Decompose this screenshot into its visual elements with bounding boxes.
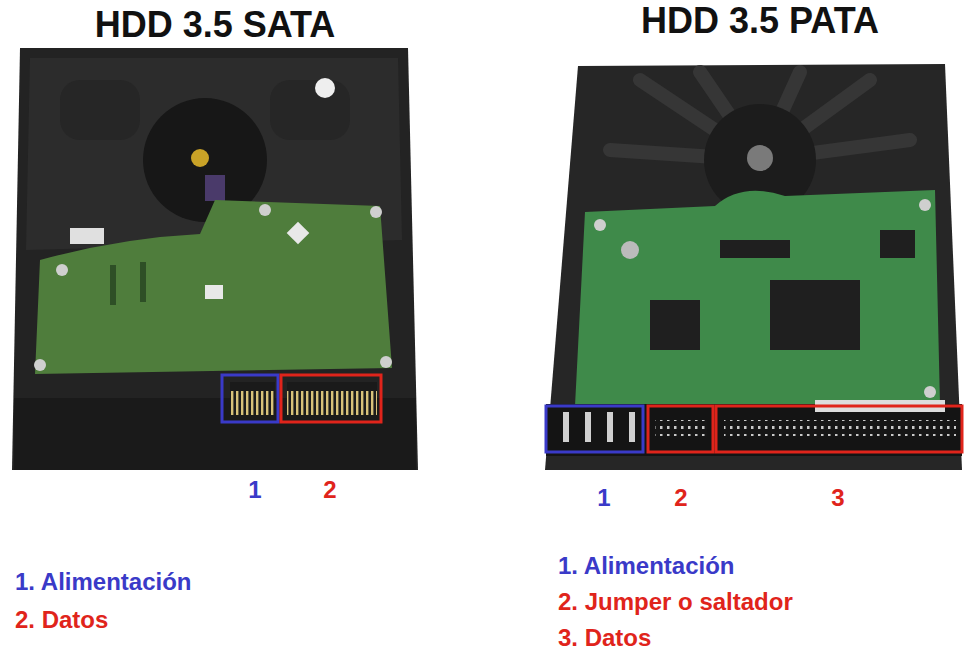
pata-drive	[545, 64, 962, 470]
screw	[924, 386, 936, 398]
board-trace	[110, 265, 116, 305]
drive-title: HDD 3.5 PATA	[641, 0, 879, 41]
cover-recess	[60, 80, 140, 140]
drive-body	[545, 64, 962, 470]
board-chip	[720, 240, 790, 258]
spindle-hub	[747, 145, 773, 171]
screw	[919, 199, 931, 211]
board-trace	[140, 262, 146, 302]
sticker-dot	[315, 78, 335, 98]
board-chip	[205, 285, 223, 299]
screw	[594, 219, 606, 231]
screw	[259, 204, 271, 216]
callout-number: 3	[831, 484, 844, 512]
flex-cable	[205, 175, 225, 201]
sata-drive	[12, 48, 418, 470]
cover-recess	[270, 80, 350, 140]
callout-note: 3. Datos	[558, 624, 651, 652]
circuit-board	[575, 190, 940, 406]
board-chip	[650, 300, 700, 350]
callout-number: 1	[248, 476, 261, 504]
drive-body	[12, 48, 418, 470]
circuit-board	[35, 200, 392, 374]
board-label	[70, 228, 104, 244]
callout-note: 1. Alimentación	[558, 552, 734, 580]
screw	[380, 356, 392, 368]
capacitor	[621, 241, 639, 259]
highlight-box	[281, 375, 381, 422]
highlight-box	[716, 406, 962, 452]
callout-number: 1	[597, 484, 610, 512]
board-chip	[880, 230, 915, 258]
callout-number: 2	[674, 484, 687, 512]
highlight-box	[222, 375, 278, 422]
highlight-box	[546, 406, 643, 452]
power-pins	[563, 412, 635, 442]
jumper-pins	[655, 420, 707, 436]
screw	[56, 264, 68, 276]
board-chip	[287, 222, 310, 245]
screw	[370, 206, 382, 218]
data-connector	[287, 382, 377, 417]
callout-note: 1. Alimentación	[15, 568, 191, 596]
screw	[34, 359, 46, 371]
spindle-hub	[191, 149, 209, 167]
highlight-box	[648, 406, 713, 452]
power-connector	[230, 382, 275, 417]
callout-note: 2. Datos	[15, 606, 108, 634]
drive-title: HDD 3.5 SATA	[95, 4, 336, 45]
callout-number: 2	[323, 476, 336, 504]
board-chip	[770, 280, 860, 350]
callout-note: 2. Jumper o saltador	[558, 588, 793, 616]
data-pins	[724, 420, 956, 436]
